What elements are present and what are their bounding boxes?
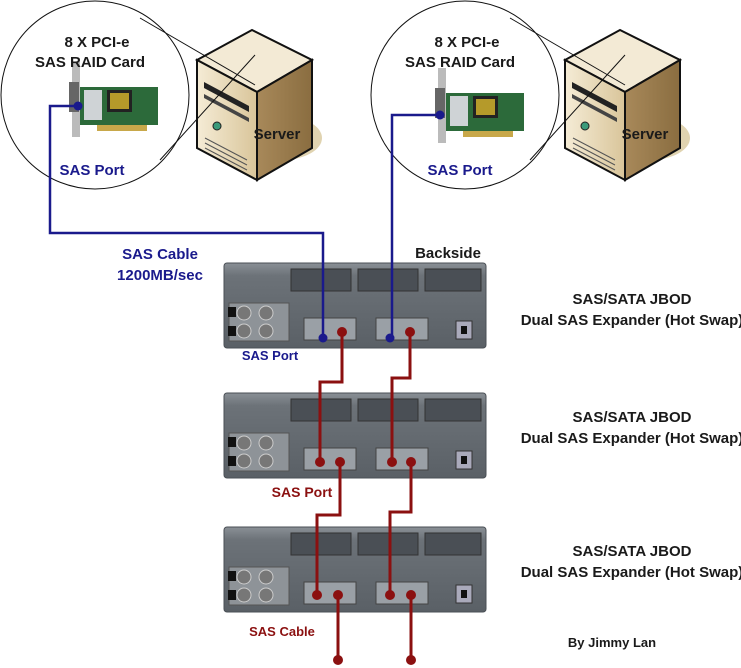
jbod-port-label: SAS Port <box>242 348 299 363</box>
card-port-dot <box>435 110 445 120</box>
cable-label: SAS Cable <box>122 246 198 263</box>
jbod-label: SAS/SATA JBOD <box>573 543 692 560</box>
jbod-label: SAS/SATA JBOD <box>573 409 692 426</box>
card-label: SAS RAID Card <box>35 54 145 71</box>
jbod-label: SAS/SATA JBOD <box>573 291 692 308</box>
daisy-port-dots <box>312 327 416 665</box>
jbod-label: Dual SAS Expander (Hot Swap) <box>521 564 741 581</box>
host-sas-cables <box>48 104 440 338</box>
server-label: Server <box>622 126 669 143</box>
port-label: SAS Port <box>427 162 492 179</box>
jbod-port-dot <box>385 333 395 343</box>
server-1 <box>0 0 323 190</box>
raid-card-image <box>69 62 158 137</box>
server-2 <box>370 0 691 190</box>
cable-speed-label: 1200MB/sec <box>117 267 203 284</box>
jbod-port-dot <box>318 333 328 343</box>
card-label: 8 X PCI-e <box>434 34 499 51</box>
host-cable-2 <box>390 113 440 338</box>
daisy-chain-cables <box>315 332 413 660</box>
credit-label: By Jimmy Lan <box>568 635 656 650</box>
daisy-cable-label: SAS Cable <box>249 624 315 639</box>
server-icon <box>196 29 323 181</box>
jbod-unit-3 <box>223 526 487 613</box>
jbod-unit-1 <box>223 262 487 349</box>
backside-label: Backside <box>415 245 481 262</box>
port-label: SAS Port <box>59 162 124 179</box>
card-label: 8 X PCI-e <box>64 34 129 51</box>
zoom-circle <box>370 0 560 190</box>
jbod-label: Dual SAS Expander (Hot Swap) <box>521 312 741 329</box>
jbod-unit-2 <box>223 392 487 479</box>
raid-card-image <box>435 68 524 143</box>
jbod-label: Dual SAS Expander (Hot Swap) <box>521 430 741 447</box>
server-icon <box>564 29 691 181</box>
card-label: SAS RAID Card <box>405 54 515 71</box>
daisy-port-label: SAS Port <box>272 484 333 500</box>
zoom-circle <box>0 0 190 190</box>
server-label: Server <box>254 126 301 143</box>
host-cable-1 <box>48 104 325 338</box>
card-port-dot <box>73 101 83 111</box>
